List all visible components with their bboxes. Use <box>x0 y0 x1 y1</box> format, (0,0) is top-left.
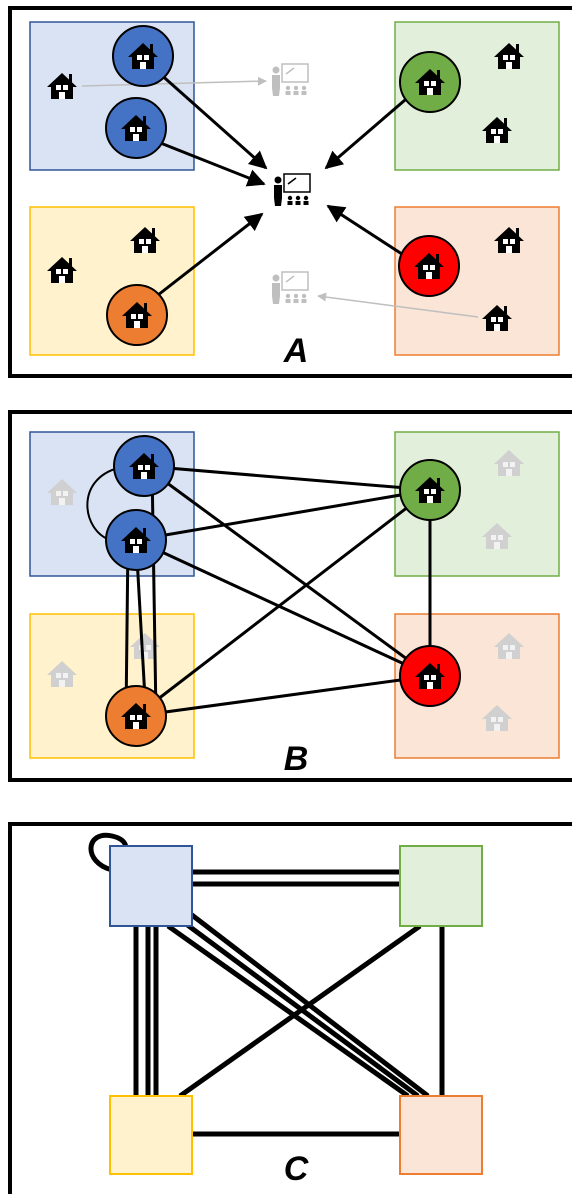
panel-a: A <box>8 6 572 378</box>
panel-b: B <box>8 410 572 782</box>
arrow-blue-1 <box>157 70 268 170</box>
panel-c-label: C <box>284 1150 309 1188</box>
edges-c <box>88 832 445 1137</box>
arrow-red <box>326 204 406 258</box>
arrow-faded-1 <box>81 76 267 87</box>
teacher-classroom-icon <box>273 173 311 207</box>
teacher-classroom-faded-icon <box>271 271 309 305</box>
panel-c: C <box>8 822 572 1194</box>
node-blue <box>109 845 193 927</box>
panel-c-frame <box>8 822 572 1194</box>
panel-a-label: A <box>283 332 309 370</box>
arrow-faded-2 <box>317 292 479 318</box>
teacher-classroom-faded-icon <box>271 63 309 97</box>
node-yellow <box>109 1095 193 1175</box>
arrow-blue-2 <box>157 140 266 187</box>
panel-b-label: B <box>284 740 309 778</box>
arrow-green <box>324 98 406 170</box>
node-orange <box>399 1095 483 1175</box>
arrow-orange <box>157 212 264 297</box>
node-green <box>399 845 483 927</box>
